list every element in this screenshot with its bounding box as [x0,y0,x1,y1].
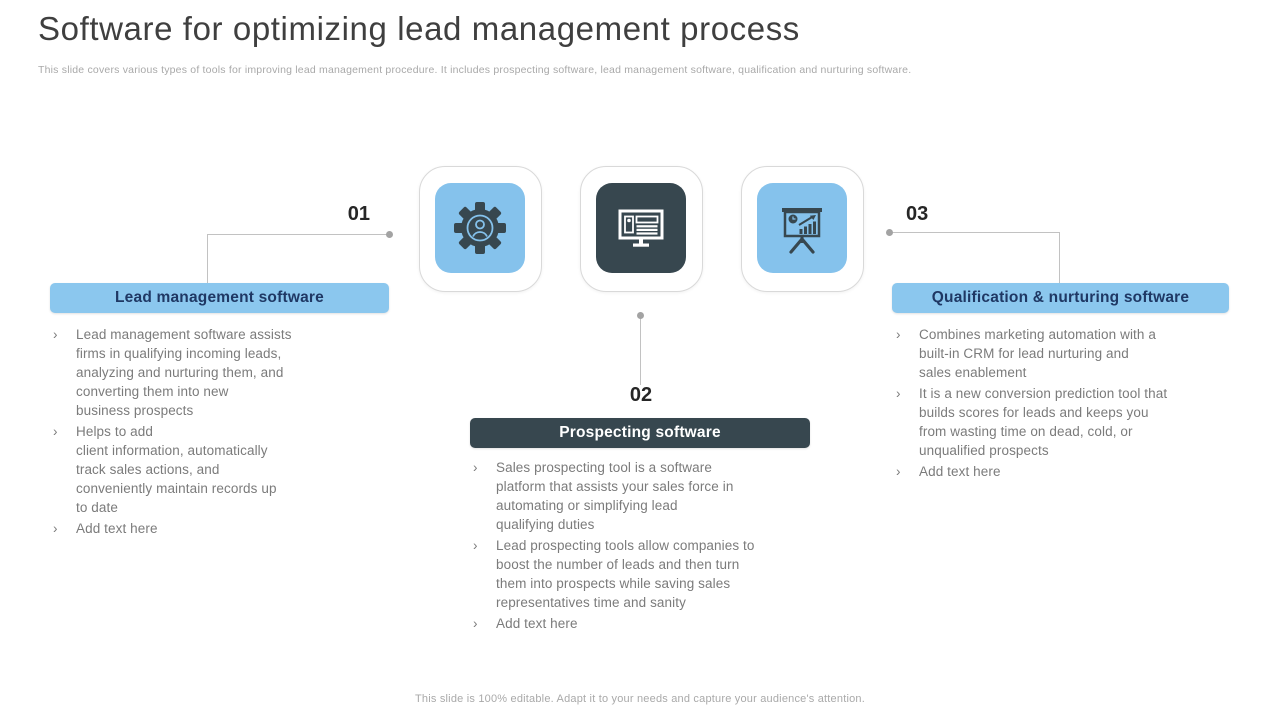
step-number-2: 02 [629,384,653,406]
list-item: › It is a new conversion prediction tool… [893,384,1233,460]
monitor-list-icon [596,183,686,273]
bullet-text: Combines marketing automation with a bui… [919,327,1156,380]
connector-line-1-drop [207,234,208,283]
presentation-chart-icon [757,183,847,273]
gear-user-icon [435,183,525,273]
connector-dot-1 [386,231,393,238]
icon-card-qualification [741,166,864,292]
icon-card-prospecting [580,166,703,292]
bullet-text: Lead prospecting tools allow companies t… [496,538,755,610]
bullet-text: Sales prospecting tool is a software pla… [496,460,734,532]
section-bullets-prospecting: › Sales prospecting tool is a software p… [470,458,815,635]
chevron-bullet-icon: › [473,616,478,631]
list-item: › Sales prospecting tool is a software p… [470,458,815,534]
section-header-prospecting: Prospecting software [470,418,810,448]
list-item: › Lead management software assists firms… [50,325,388,420]
list-item: › Add text here [470,614,815,633]
chevron-bullet-icon: › [896,386,901,401]
bullet-text: Add text here [496,616,578,631]
chevron-bullet-icon: › [53,327,58,342]
list-item: › Add text here [50,519,388,538]
section-bullets-qualification: › Combines marketing automation with a b… [893,325,1233,483]
list-item: › Combines marketing automation with a b… [893,325,1233,382]
editable-note: This slide is 100% editable. Adapt it to… [415,693,865,705]
connector-line-3-drop [1059,232,1060,283]
bullet-text: Add text here [919,464,1001,479]
chevron-bullet-icon: › [896,327,901,342]
connector-line-1 [207,234,387,235]
bullet-text: Helps to add client information, automat… [76,424,277,515]
bullet-text: Add text here [76,521,158,536]
bullet-text: Lead management software assists firms i… [76,327,292,418]
connector-line-2 [640,318,641,385]
chevron-bullet-icon: › [53,521,58,536]
step-number-3: 03 [906,203,929,225]
page-title: Software for optimizing lead management … [38,10,800,47]
list-item: › Lead prospecting tools allow companies… [470,536,815,612]
section-header-lead-management: Lead management software [50,283,389,313]
connector-dot-2 [637,312,644,319]
section-header-qualification: Qualification & nurturing software [892,283,1229,313]
list-item: › Helps to add client information, autom… [50,422,388,517]
slide-description: This slide covers various types of tools… [38,64,912,76]
connector-line-3 [892,232,1060,233]
chevron-bullet-icon: › [896,464,901,479]
section-bullets-lead-management: › Lead management software assists firms… [50,325,388,540]
chevron-bullet-icon: › [53,424,58,439]
connector-dot-3 [886,229,893,236]
chevron-bullet-icon: › [473,460,478,475]
chevron-bullet-icon: › [473,538,478,553]
list-item: › Add text here [893,462,1233,481]
icon-card-lead-management [419,166,542,292]
bullet-text: It is a new conversion prediction tool t… [919,386,1168,458]
step-number-1: 01 [347,203,370,225]
